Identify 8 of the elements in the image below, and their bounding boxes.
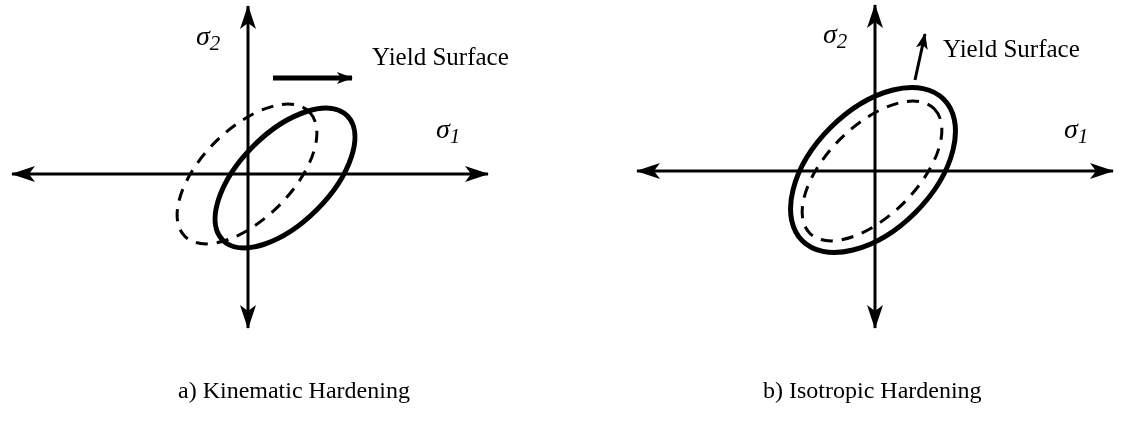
axis-label: σ$_{2}$ xyxy=(823,20,848,48)
annotation-text: Yield Surface xyxy=(372,44,509,69)
axis-label: σ$_{2}$ xyxy=(196,22,221,50)
caption: a) Kinematic Hardening xyxy=(178,378,410,402)
annotation-text: Yield Surface xyxy=(943,36,1080,61)
axis-label: σ$_{1}$ xyxy=(436,115,461,143)
caption: b) Isotropic Hardening xyxy=(763,378,982,402)
axis-label: σ$_{1}$ xyxy=(1064,115,1089,143)
